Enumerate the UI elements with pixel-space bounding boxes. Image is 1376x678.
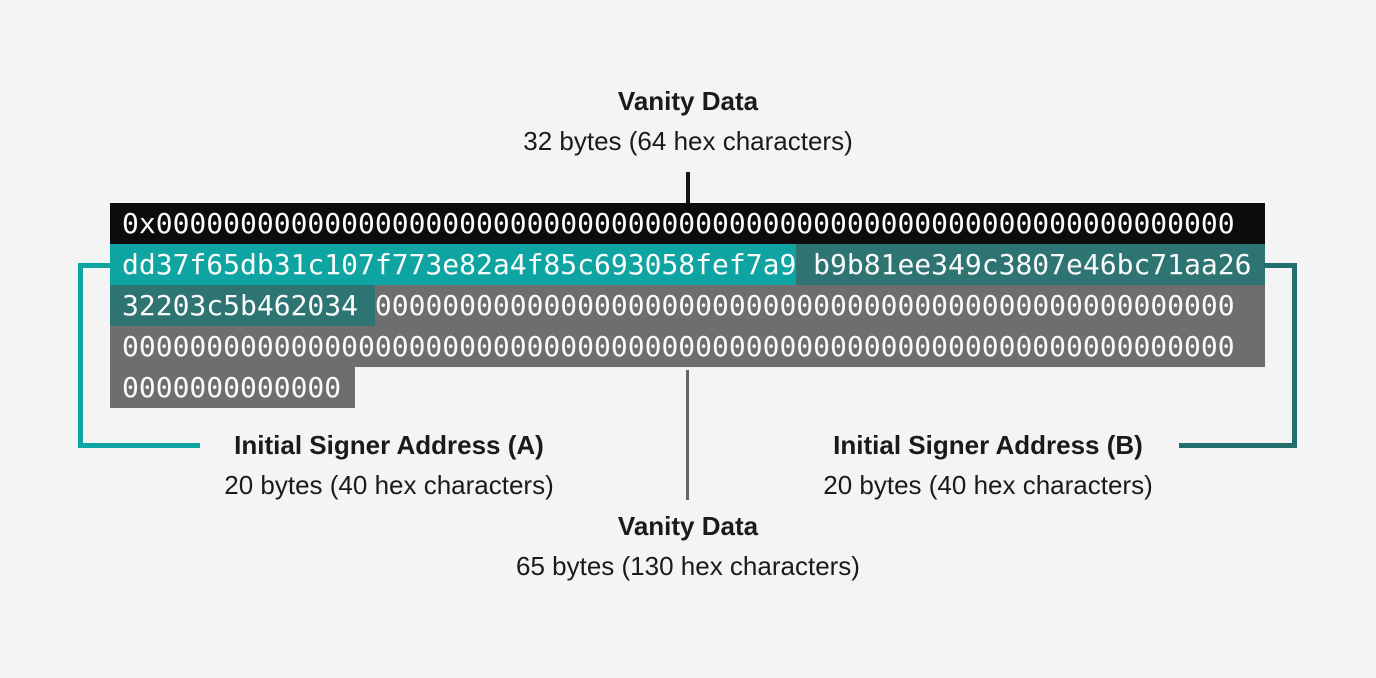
top-connector-line [686, 172, 690, 203]
hex-row-4: 0000000000000000000000000000000000000000… [110, 326, 1265, 367]
signer-a-title: Initial Signer Address (A) [234, 430, 544, 460]
hex-row-5: 0000000000000 [110, 367, 1265, 408]
vanity-data-bottom-title: Vanity Data [617, 511, 759, 541]
signer-a-segment: dd37f65db31c107f773e82a4f85c693058fef7a9 [110, 244, 797, 285]
hex-row-1: 0x00000000000000000000000000000000000000… [110, 203, 1265, 244]
signer-b-subtitle: 20 bytes (40 hex characters) [823, 470, 1153, 500]
vanity-data-top-subtitle: 32 bytes (64 hex characters) [523, 126, 853, 156]
vanity-data-top-title: Vanity Data [617, 86, 759, 116]
bracket-a-bottom-segment [78, 443, 200, 448]
signer-b-segment-part2: 32203c5b462034 [110, 285, 375, 326]
vanity-zeros-segment: 0x00000000000000000000000000000000000000… [110, 203, 1265, 244]
bracket-b-vertical-segment [1292, 263, 1297, 448]
signer-b-segment-part1: b9b81ee349c3807e46bc71aa26 [796, 244, 1265, 285]
zero-padding-segment-1: 0000000000000000000000000000000000000000… [374, 285, 1265, 326]
zero-padding-segment-2: 0000000000000000000000000000000000000000… [110, 326, 1265, 367]
bottom-connector-line [686, 370, 689, 500]
hex-block: 0x00000000000000000000000000000000000000… [110, 203, 1265, 408]
bracket-b-top-segment [1263, 263, 1297, 268]
signer-b-label: Initial Signer Address (B) 20 bytes (40 … [823, 430, 1153, 500]
vanity-data-top-label: Vanity Data 32 bytes (64 hex characters) [523, 86, 853, 156]
vanity-data-bottom-subtitle: 65 bytes (130 hex characters) [516, 551, 860, 581]
hex-row-3: 32203c5b462034 0000000000000000000000000… [110, 285, 1265, 326]
bracket-b-bottom-segment [1179, 443, 1297, 448]
vanity-data-bottom-label: Vanity Data 65 bytes (130 hex characters… [516, 511, 860, 581]
bracket-a-vertical-segment [78, 263, 83, 448]
signer-a-label: Initial Signer Address (A) 20 bytes (40 … [224, 430, 554, 500]
signer-a-subtitle: 20 bytes (40 hex characters) [224, 470, 554, 500]
bracket-a-top-segment [78, 263, 110, 268]
hex-row-2: dd37f65db31c107f773e82a4f85c693058fef7a9… [110, 244, 1265, 285]
signer-b-title: Initial Signer Address (B) [833, 430, 1143, 460]
zero-padding-segment-3: 0000000000000 [110, 367, 356, 408]
